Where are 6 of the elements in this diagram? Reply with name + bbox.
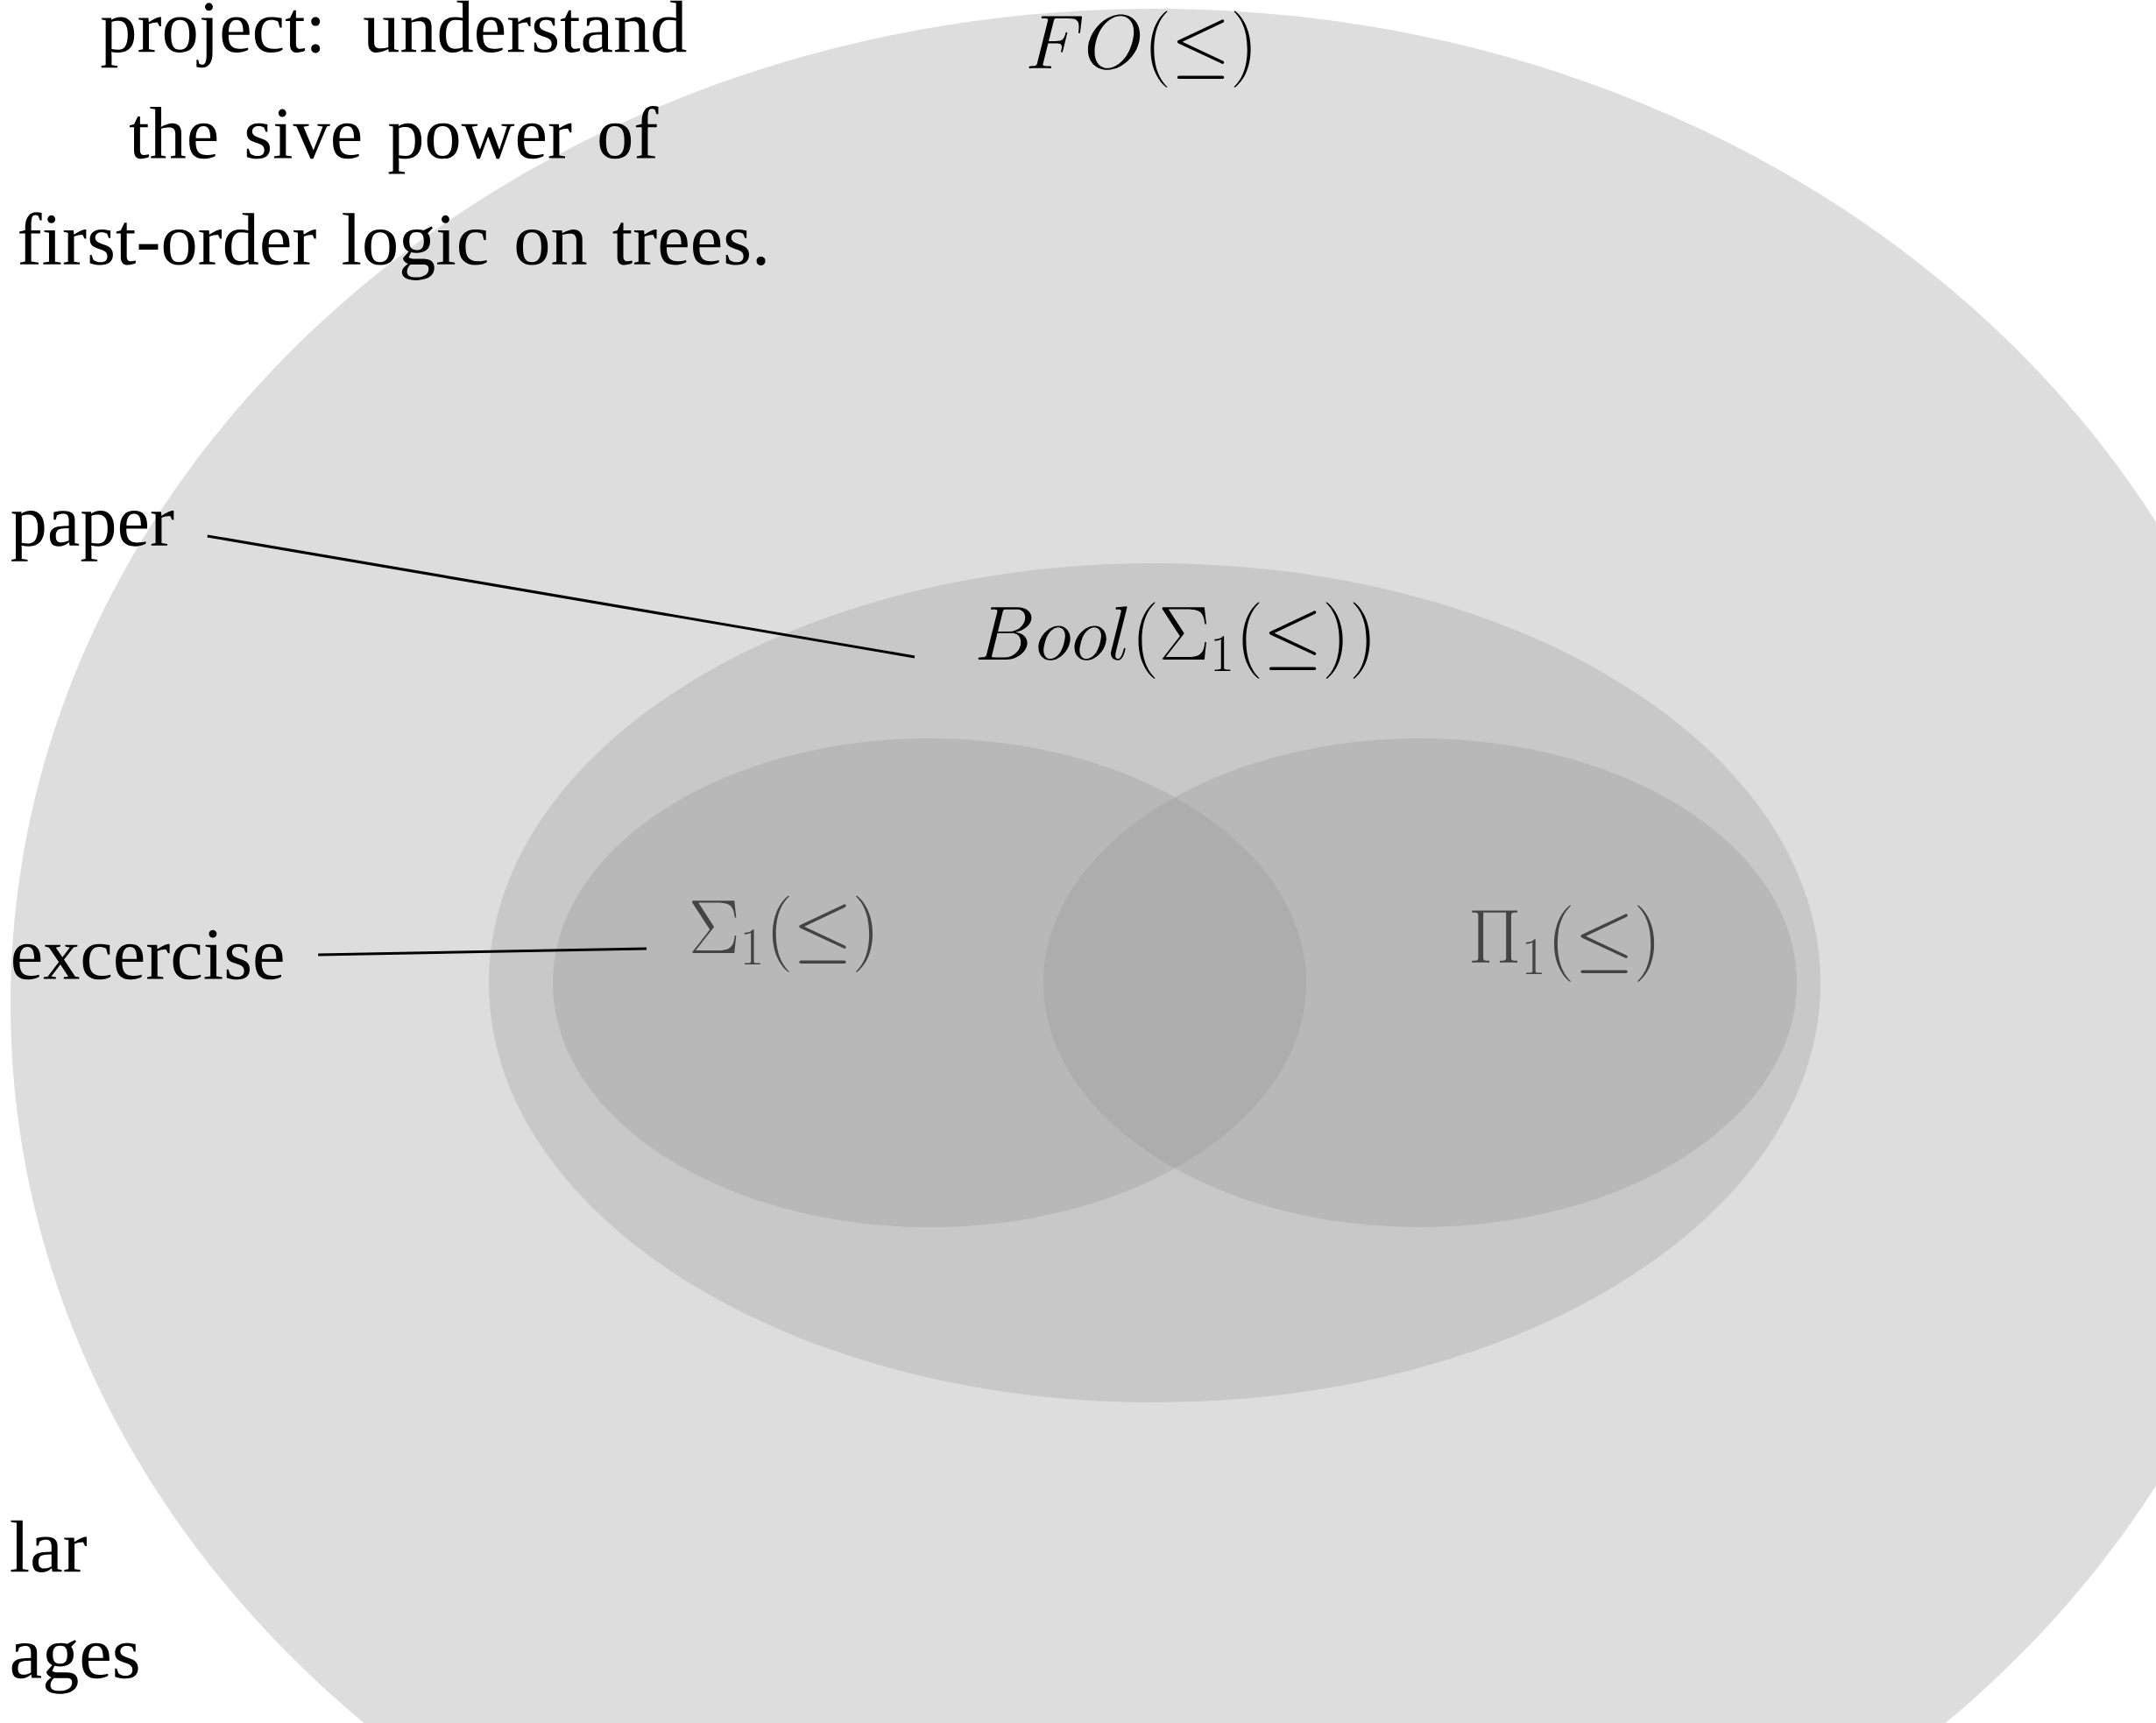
note-text: project: understand the sive power of first-order logic on trees. [19,0,766,280]
note-text: lar ages [11,1520,138,1694]
node-label: $\Pi_1(\leq)$ [1472,905,1655,982]
leader-line [207,534,915,659]
leader-line [318,947,647,957]
annotation-text: paper [11,511,174,561]
